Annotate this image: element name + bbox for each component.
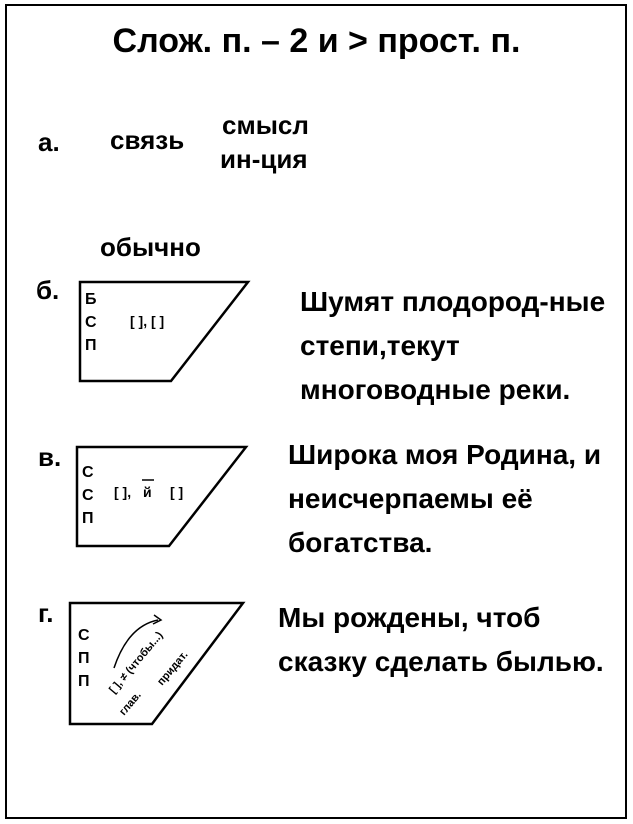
example-bsp: Шумят плодород-ные степи,текут многоводн… bbox=[300, 286, 606, 405]
spp-label-sub: придат. bbox=[155, 649, 190, 688]
spp-arrow bbox=[113, 619, 159, 669]
ssp-letter-3: П bbox=[82, 510, 94, 527]
diagram-spp: С П П [ ], ≠ (чтобы...) глав. придат. bbox=[68, 601, 246, 726]
example-spp: Мы рождены, чтоб сказку сделать былью. bbox=[278, 602, 604, 677]
ssp-letter-1: С bbox=[82, 464, 94, 481]
marker-a: а. bbox=[38, 127, 60, 157]
diagram-ssp-shape bbox=[75, 445, 249, 548]
spp-letter-2: П bbox=[78, 650, 90, 667]
marker-v: в. bbox=[38, 442, 62, 472]
spp-letter-1: С bbox=[78, 627, 90, 644]
diagram-ssp: С С П [ ], й [ ] bbox=[75, 445, 249, 548]
ssp-schema-conj: й bbox=[143, 484, 152, 500]
connection-intonation: ин-ция bbox=[220, 144, 308, 174]
bsp-letter-3: П bbox=[85, 337, 97, 354]
connection-word: связь bbox=[110, 125, 185, 155]
bsp-schema: [ ], [ ] bbox=[130, 313, 164, 329]
usually-note: обычно bbox=[100, 232, 201, 262]
bsp-letter-2: С bbox=[85, 314, 97, 331]
ssp-letter-2: С bbox=[82, 487, 94, 504]
diagram-bsp: Б С П [ ], [ ] bbox=[78, 280, 251, 383]
connection-meaning: смысл bbox=[222, 110, 309, 140]
marker-g: г. bbox=[38, 598, 54, 628]
spp-letter-3: П bbox=[78, 673, 90, 690]
page-frame bbox=[5, 4, 627, 819]
marker-b: б. bbox=[36, 275, 60, 305]
ssp-schema-left: [ ], bbox=[114, 484, 131, 500]
spp-label-main: глав. bbox=[117, 689, 144, 718]
page-title: Слож. п. – 2 и > прост. п. bbox=[112, 22, 521, 60]
example-ssp: Широка моя Родина, и неисчерпаемы её бог… bbox=[288, 439, 602, 558]
diagram-bsp-shape bbox=[78, 280, 251, 383]
spp-arrowhead bbox=[152, 614, 163, 625]
diagram-spp-shape bbox=[68, 601, 246, 726]
bsp-letter-1: Б bbox=[85, 291, 97, 308]
ssp-schema-right: [ ] bbox=[170, 484, 183, 500]
